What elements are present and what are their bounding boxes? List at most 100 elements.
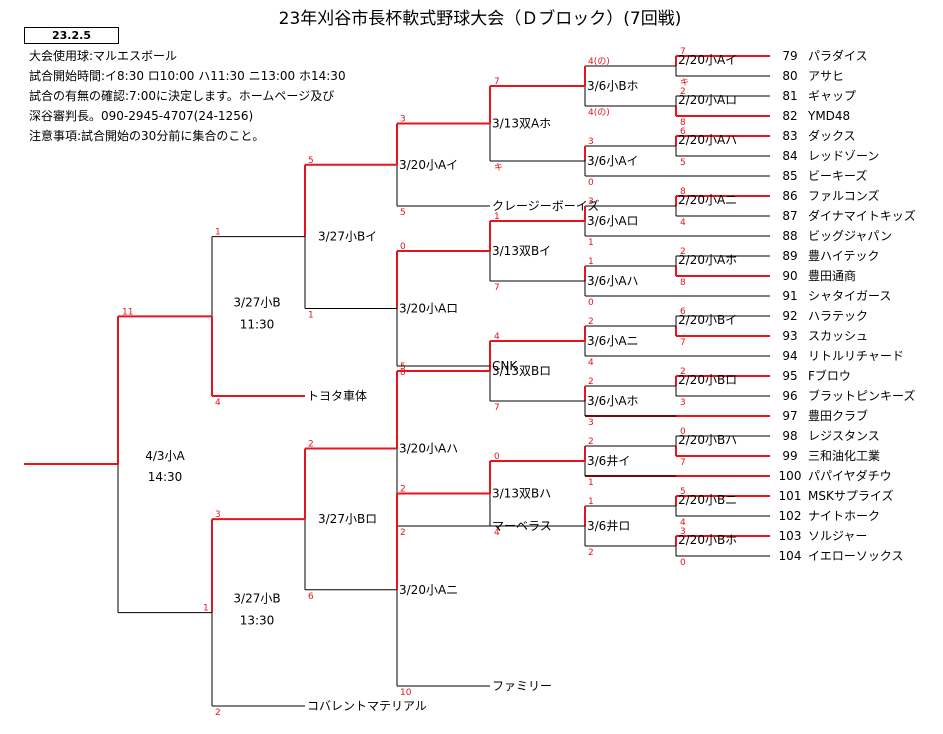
final-score: 1	[203, 604, 209, 614]
r6-score: 3	[215, 510, 221, 520]
r1-score: 2	[680, 87, 686, 97]
r1-score: 5	[680, 487, 686, 497]
r2-score: 4	[588, 358, 594, 368]
team-97-name: 豊田クラブ	[808, 408, 868, 423]
team-91-name: シャタイガース	[808, 289, 891, 303]
r1-match-label: 2/20小Aイ	[678, 53, 737, 67]
team-94-name: リトルリチャード	[808, 349, 904, 363]
team-97-number: 97	[782, 409, 797, 423]
r2-score: 1	[588, 238, 594, 248]
r3-match-label: 3/13双Bイ	[492, 244, 551, 258]
date-box: 23.2.5	[24, 27, 119, 44]
team-84-name: レッドゾーン	[808, 149, 879, 163]
r2-match-label: 3/6小Aハ	[587, 274, 639, 288]
team-94-number: 94	[782, 349, 797, 363]
seed-team-name: ファミリー	[492, 679, 552, 693]
seed-team-name: トヨタ車体	[307, 389, 367, 403]
team-96-number: 96	[782, 389, 797, 403]
r3-score: 4	[494, 528, 500, 538]
team-83-name: ダックス	[808, 128, 856, 143]
r3-match-label: 3/13双Bロ	[492, 364, 551, 378]
r2-score: 3	[588, 137, 594, 147]
r3-match-label: 3/13双Bハ	[492, 487, 551, 501]
r2-score: 2	[588, 437, 594, 447]
team-104-number: 104	[779, 549, 802, 563]
r6-match-time: 13:30	[240, 614, 275, 628]
team-79-name: パラダイス	[808, 48, 868, 63]
team-90-number: 90	[782, 269, 797, 283]
r4-match-label: 3/20小Aハ	[399, 442, 458, 456]
r1-score: 0	[680, 558, 686, 568]
team-103-name: ソルジャー	[808, 529, 867, 543]
r2-score: 2	[588, 548, 594, 558]
r1-match-label: 2/20小Bロ	[678, 373, 737, 387]
r6-score: 2	[215, 708, 221, 718]
team-80-name: アサヒ	[808, 69, 844, 83]
info-line-1: 大会使用球:マルエスボール	[29, 49, 178, 63]
r1-score: 7	[680, 458, 686, 468]
team-93-name: スカッシュ	[808, 329, 868, 343]
r1-score: 8	[680, 278, 686, 288]
team-81-name: ギャップ	[808, 89, 856, 103]
r1-match-label: 2/20小Aニ	[678, 193, 737, 207]
r4-match-label: 3/20小Aロ	[399, 302, 458, 316]
team-90-name: 豊田通商	[808, 268, 856, 283]
r2-match-label: 3/6小Bホ	[587, 79, 639, 93]
team-92-name: ハラテック	[808, 309, 868, 323]
team-93-number: 93	[782, 329, 797, 343]
team-85-name: ビーキーズ	[808, 168, 867, 183]
page-title: 23年刈谷市長杯軟式野球大会（Ｄブロック）(7回戦)	[278, 9, 682, 29]
r2-score: 2	[588, 317, 594, 327]
info-line-5: 注意事項:試合開始の30分前に集合のこと。	[29, 129, 265, 143]
team-100-number: 100	[779, 469, 802, 483]
r4-score: 0	[400, 242, 406, 252]
r5-match-label: 3/27小Bイ	[318, 230, 377, 244]
r4-match-label: 3/20小Aイ	[399, 158, 458, 172]
team-85-number: 85	[782, 169, 797, 183]
team-79-number: 79	[782, 49, 797, 63]
r4-score: 10	[400, 688, 412, 698]
r1-score: 2	[680, 367, 686, 377]
final-match-time: 14:30	[148, 470, 183, 484]
r3-score: 4	[494, 332, 500, 342]
r2-match-label: 3/6井イ	[587, 454, 630, 468]
team-88-number: 88	[782, 229, 797, 243]
r3-match-label: 3/13双Aホ	[492, 117, 551, 131]
r1-score: 4	[680, 518, 686, 528]
r2-score: 4(の)	[588, 108, 610, 118]
r1-score: 4	[680, 218, 686, 228]
team-98-number: 98	[782, 429, 797, 443]
r3-score: 7	[494, 77, 500, 87]
r1-score: 7	[680, 47, 686, 57]
team-101-number: 101	[779, 489, 802, 503]
r1-match-label: 2/20小Bホ	[678, 533, 737, 547]
r5-score: 1	[308, 311, 314, 321]
r1-match-label: 2/20小Aハ	[678, 133, 737, 147]
r2-score: 2	[588, 377, 594, 387]
final-score: 11	[122, 307, 133, 317]
r3-score: 1	[494, 212, 500, 222]
r4-score: 2	[400, 485, 406, 495]
r4-score: 5	[400, 362, 406, 372]
r3-score: 7	[494, 283, 500, 293]
seed-team-name: CNK	[492, 359, 518, 373]
r6-score: 4	[215, 398, 221, 408]
r2-score: 0	[588, 298, 594, 308]
r2-score: 4(の)	[588, 57, 610, 67]
r2-score: 3	[588, 197, 594, 207]
r2-match-label: 3/6小Aロ	[587, 214, 639, 228]
team-99-number: 99	[782, 449, 797, 463]
team-88-name: ビッグジャパン	[808, 229, 892, 243]
r1-match-label: 2/20小Aロ	[678, 93, 737, 107]
team-102-name: ナイトホーク	[808, 509, 880, 523]
team-98-name: レジスタンス	[808, 429, 880, 443]
team-101-name: MSKサプライズ	[808, 488, 893, 503]
r3-score: キ	[494, 163, 503, 173]
r1-match-label: 2/20小Bニ	[678, 493, 737, 507]
r1-match-label: 2/20小Bハ	[678, 433, 737, 447]
team-86-number: 86	[782, 189, 797, 203]
team-87-name: ダイナマイトキッズ	[808, 208, 916, 223]
team-95-name: Fブロウ	[808, 368, 851, 383]
info-line-2: 試合開始時間:イ8:30 ロ10:00 ハ11:30 ニ13:00 ホ14:30	[29, 69, 346, 83]
